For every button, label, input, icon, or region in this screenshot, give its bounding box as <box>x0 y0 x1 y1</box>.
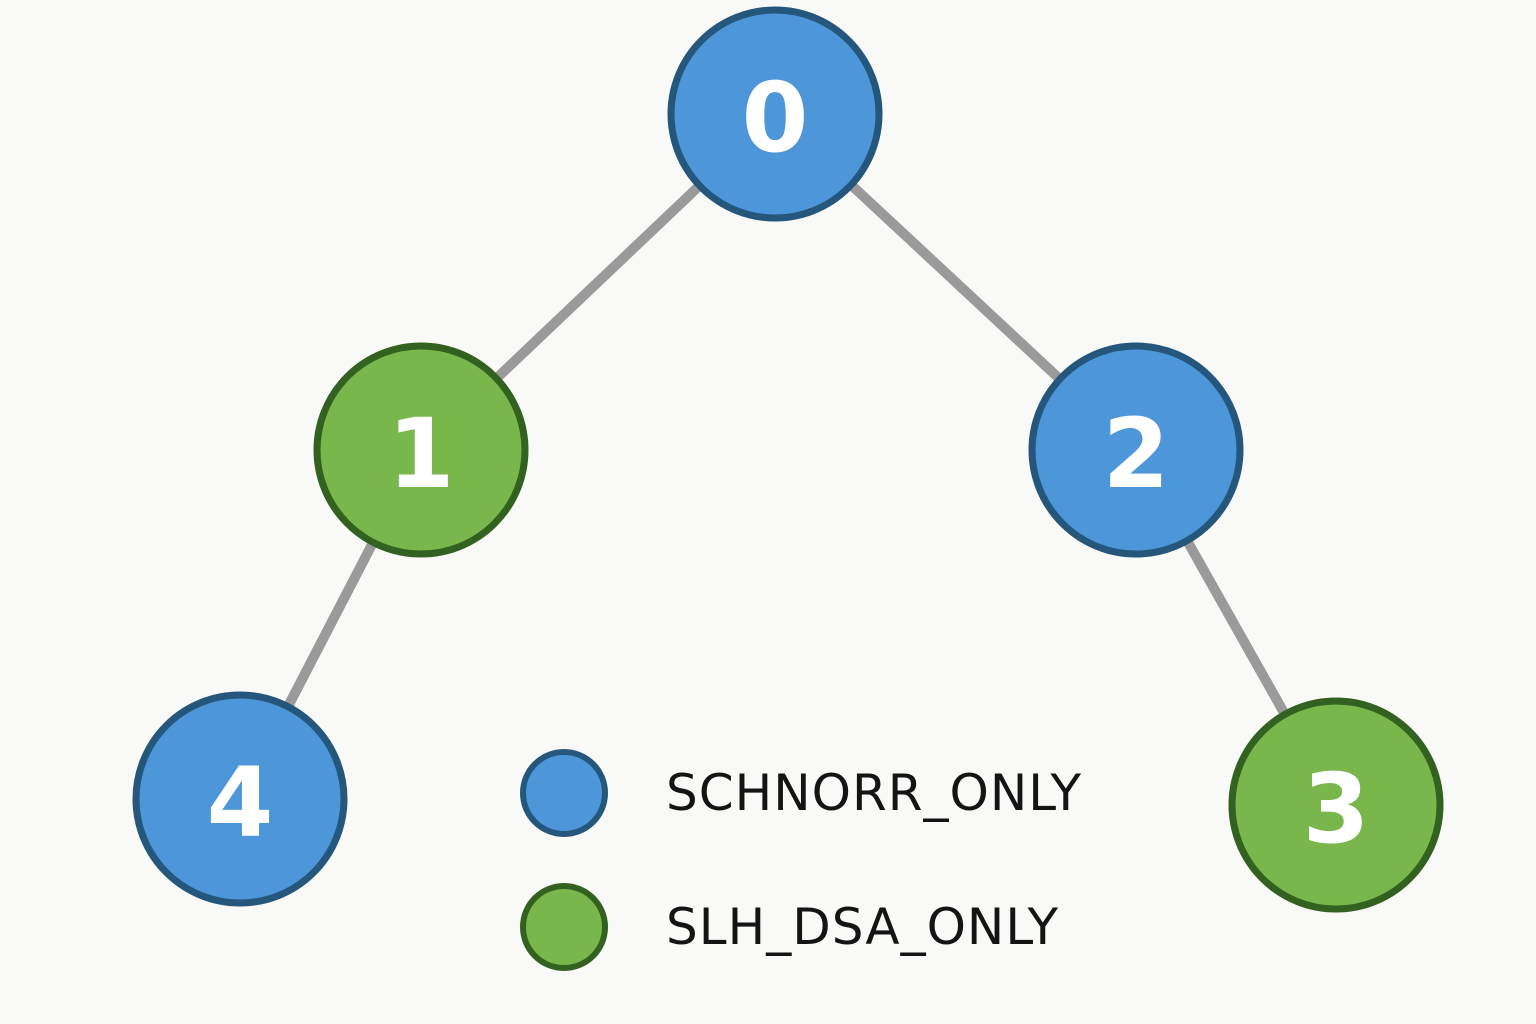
legend-label-slh-dsa-only: SLH_DSA_ONLY <box>666 898 1060 956</box>
legend-label-schnorr-only: SCHNORR_ONLY <box>666 764 1083 822</box>
tree-node-3: 3 <box>1228 697 1444 913</box>
legend-swatch-green-circle-icon <box>520 883 608 971</box>
tree-node-4: 4 <box>132 691 348 907</box>
tree-node-label-4: 4 <box>207 747 274 859</box>
tree-node-label-1: 1 <box>388 398 455 510</box>
tree-node-2: 2 <box>1028 342 1244 558</box>
tree-node-circle-0 <box>667 6 883 222</box>
tree-node-1: 1 <box>313 342 529 558</box>
tree-node-circle-2 <box>1028 342 1244 558</box>
tree-node-circle-4 <box>132 691 348 907</box>
tree-node-circle-1 <box>313 342 529 558</box>
tree-node-label-2: 2 <box>1103 398 1170 510</box>
legend: SCHNORR_ONLY SLH_DSA_ONLY <box>520 748 1082 1016</box>
tree-node-label-0: 0 <box>742 62 809 174</box>
tree-node-label-3: 3 <box>1303 753 1370 865</box>
legend-item-slh-dsa-only: SLH_DSA_ONLY <box>520 882 1082 972</box>
legend-item-schnorr-only: SCHNORR_ONLY <box>520 748 1082 838</box>
tree-node-0: 0 <box>667 6 883 222</box>
legend-swatch-blue-circle-icon <box>520 749 608 837</box>
tree-node-circle-3 <box>1228 697 1444 913</box>
